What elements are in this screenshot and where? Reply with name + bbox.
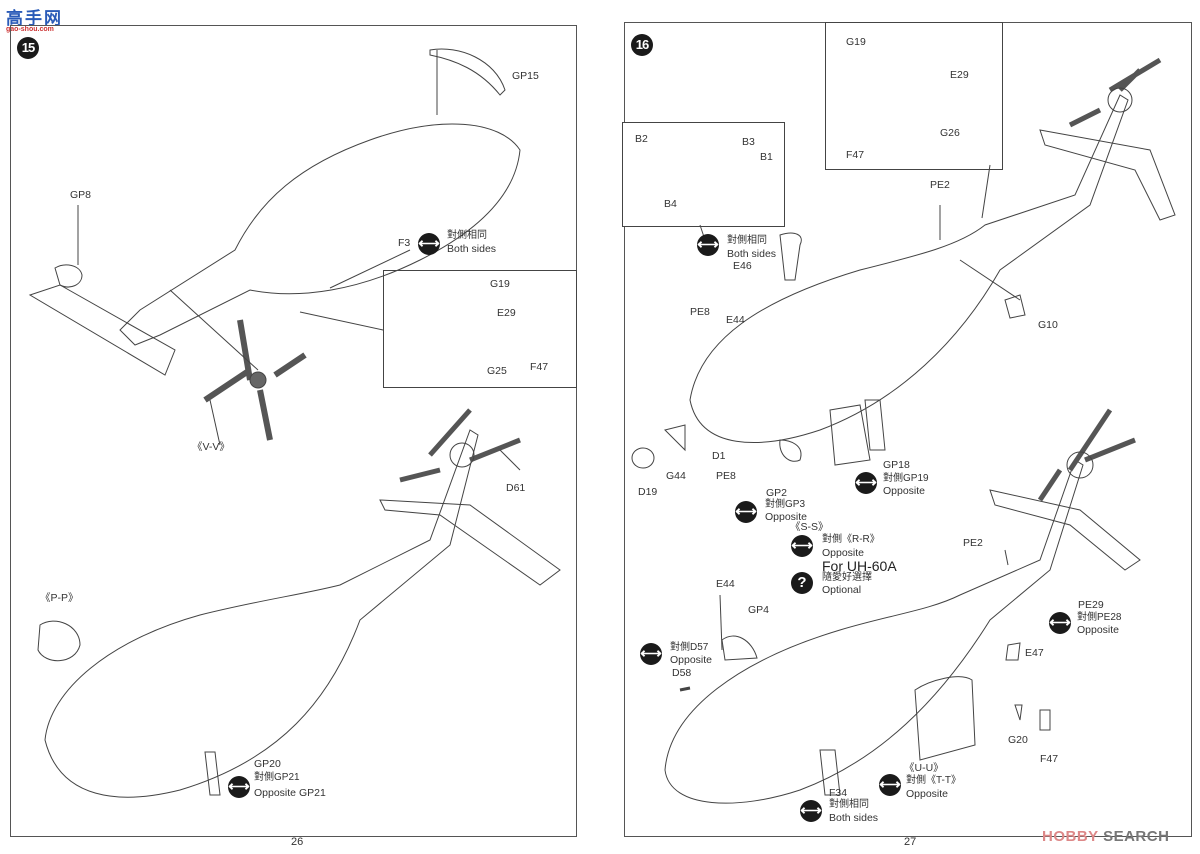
double-arrow-icon: ⟷ [228, 776, 250, 798]
part-label-pe2-b: PE2 [963, 537, 983, 549]
helicopter-drawing-step15-bottom [37, 408, 561, 798]
double-arrow-icon: ⟷ [640, 643, 662, 665]
part-label-d19: D19 [638, 486, 658, 498]
double-arrow-icon: ⟷ [800, 800, 822, 822]
opposite-gp19-en: Opposite [883, 485, 926, 497]
part-label-g19: G19 [490, 278, 510, 290]
opposite-gp21-en: Opposite GP21 [254, 787, 326, 799]
optional-en: Optional [822, 584, 862, 596]
part-label-gp15: GP15 [512, 70, 539, 82]
double-arrow-icon: ⟷ [855, 472, 877, 494]
detail-inset-b-parts [622, 122, 785, 227]
part-label-gp20: GP20 [254, 758, 281, 770]
both-sides-cn: 對側相同 [447, 230, 487, 241]
part-label-e44: E44 [726, 314, 745, 326]
part-label-f47-b: F47 [1040, 753, 1059, 765]
part-label-gp4: GP4 [748, 604, 770, 616]
both-sides-cn: 對側相同 [727, 235, 767, 246]
step-16-badge: 16 [631, 34, 653, 56]
double-arrow-icon: ⟷ [879, 774, 901, 796]
helicopter-drawing-step16-top [631, 57, 1176, 469]
opposite-tt-en: Opposite [906, 788, 949, 800]
opposite-d57-en: Opposite [670, 654, 713, 666]
helicopter-drawing-step16-bottom [664, 408, 1141, 804]
part-label-g20: G20 [1008, 734, 1028, 746]
section-label-pp: 《P-P》 [40, 592, 79, 604]
both-sides-en: Both sides [447, 243, 497, 255]
part-label-pe8: PE8 [690, 306, 710, 318]
part-label-g19: G19 [846, 36, 866, 48]
section-label-vv: 《V-V》 [192, 441, 230, 453]
double-arrow-icon: ⟷ [418, 233, 440, 255]
part-label-e29: E29 [497, 307, 516, 319]
part-label-b3: B3 [742, 136, 755, 148]
part-label-gp8: GP8 [70, 189, 92, 201]
section-label-ss: 《S-S》 [790, 521, 829, 533]
helicopter-drawing-step15-top [28, 48, 521, 446]
site-watermark-logo: 高手网 gao-shou.com [6, 9, 63, 33]
double-arrow-icon: ⟷ [791, 535, 813, 557]
double-arrow-icon: ⟷ [1049, 612, 1071, 634]
part-label-d1: D1 [712, 450, 726, 462]
part-label-pe2: PE2 [930, 179, 950, 191]
opposite-gp19-cn: 對側GP19 [883, 473, 929, 484]
opposite-pe28-cn: 對側PE28 [1077, 612, 1122, 623]
opposite-rr-cn: 對側《R-R》 [822, 534, 880, 545]
section-label-uu: 《U-U》 [904, 762, 944, 774]
page-number-26: 26 [291, 836, 304, 848]
opposite-gp3-cn: 對側GP3 [765, 499, 806, 510]
part-label-e44-b: E44 [716, 578, 735, 590]
opposite-gp21-cn: 對側GP21 [254, 772, 300, 783]
question-icon: ? [791, 572, 813, 594]
part-label-e47: E47 [1025, 647, 1044, 659]
part-label-f47: F47 [846, 149, 865, 161]
part-label-f34: F34 [829, 787, 848, 799]
hobby-search-watermark: HOBBY SEARCH [1042, 828, 1170, 845]
page-number-27: 27 [904, 836, 917, 848]
opposite-gp3-en: Opposite [765, 511, 808, 523]
opposite-pe28-en: Opposite [1077, 624, 1120, 636]
detail-inset-seats-right [825, 22, 1003, 170]
both-sides-cn-2: 對側相同 [829, 799, 869, 810]
double-arrow-icon: ⟷ [735, 501, 757, 523]
part-label-gp2: GP2 [766, 487, 788, 499]
part-label-g10: G10 [1038, 319, 1058, 331]
part-label-g26: G26 [940, 127, 960, 139]
part-label-d61: D61 [506, 482, 526, 494]
instruction-page-26 [10, 25, 577, 837]
part-label-f47: F47 [530, 361, 549, 373]
part-label-g44: G44 [666, 470, 686, 482]
step-15-badge: 15 [17, 37, 39, 59]
double-arrow-icon: ⟷ [697, 234, 719, 256]
part-label-gp18: GP18 [883, 459, 910, 471]
part-label-b4: B4 [664, 198, 677, 210]
optional-cn: 隨愛好選擇 [822, 572, 872, 583]
opposite-rr-en: Opposite [822, 547, 865, 559]
both-sides-en-2: Both sides [829, 812, 879, 824]
part-label-e46: E46 [733, 260, 752, 272]
part-label-g25: G25 [487, 365, 507, 377]
part-label-e29: E29 [950, 69, 969, 81]
part-label-b1: B1 [760, 151, 773, 163]
part-label-pe29: PE29 [1078, 599, 1104, 611]
opposite-tt-cn: 對側《T-T》 [906, 775, 961, 786]
part-label-pe8-b: PE8 [716, 470, 736, 482]
part-label-d58: D58 [672, 667, 692, 679]
part-label-b2: B2 [635, 133, 648, 145]
detail-inset-seats-left [383, 270, 577, 388]
part-label-f3: F3 [398, 237, 411, 249]
variant-label-uh60a: For UH-60A [822, 558, 897, 574]
opposite-d57-cn: 對側D57 [670, 642, 709, 653]
both-sides-en: Both sides [727, 248, 777, 260]
